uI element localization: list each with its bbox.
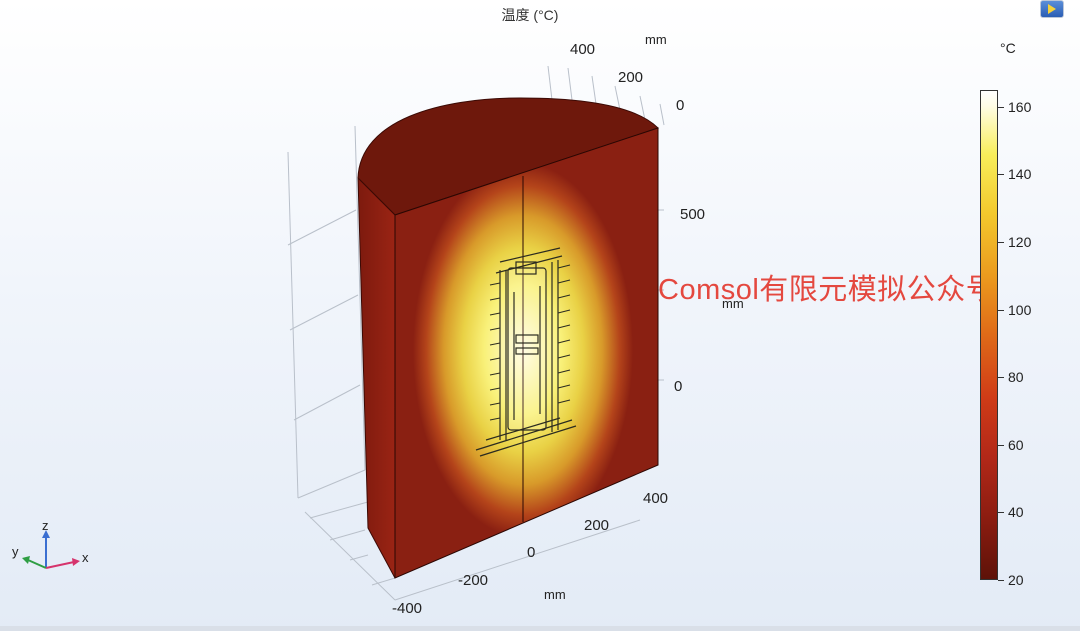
x-axis: -400 -200 0 200 400 mm [392,490,668,617]
grid-lines [287,65,665,601]
x-tick-label: 200 [584,517,609,534]
z-arrowhead [42,530,50,538]
y-axis-unit: mm [645,32,667,47]
colorbar-tick-label: 100 [1008,301,1032,318]
play-icon[interactable] [1040,0,1064,18]
heater-geometry [475,247,577,457]
colorbar-tick-label: 160 [1008,98,1032,115]
x-tick-label: -400 [392,600,422,617]
triad-x-label: x [82,550,89,565]
x-tick-label: 400 [643,490,668,507]
x-arrowhead [72,558,80,566]
y-tick-label: 0 [676,97,684,114]
colorbar-tick-mark [998,377,1004,379]
colorbar-tick-label: 140 [1008,166,1032,183]
watermark-text: Comsol有限元模拟公众号 [658,274,996,306]
z-axis-unit: mm [722,296,744,311]
z-tick-label: 0 [674,378,682,395]
x-tick-label: -200 [458,572,488,589]
cut-plane-face [394,127,659,579]
y-axis: 400 200 0 mm [570,32,684,114]
x-axis-arrow [45,561,75,569]
cylinder-side-face [357,176,396,579]
triad-z-label: z [42,520,49,533]
axis-orientation-triad: z x y [12,520,89,569]
colorbar-tick-label: 60 [1008,436,1024,453]
cylinder-top-face [357,97,659,216]
plot-title: 温度 (°C) [501,7,559,23]
colorbar-tick-mark [998,309,1004,311]
x-tick-label: 0 [527,544,535,561]
colorbar-tick-mark [998,512,1004,514]
triad-y-label: y [12,544,19,559]
colorbar-tick-label: 80 [1008,369,1024,386]
colorbar-tick-label: 40 [1008,504,1024,521]
y-tick-label: 400 [570,41,595,58]
colorbar-tick-mark [998,580,1004,581]
colorbar-tick-mark [998,106,1004,108]
color-legend-bar [980,90,998,580]
colorbar-tick-mark [998,242,1004,244]
z-tick-label: 500 [680,206,705,223]
colorbar-unit: °C [1000,40,1016,56]
z-axis: 500 0 mm [674,206,744,395]
colorbar-tick-label: 20 [1008,572,1024,588]
y-arrowhead [22,556,30,564]
x-axis-unit: mm [544,587,566,602]
viewport-bottom-edge [0,626,1080,631]
colorbar-tick-mark [998,174,1004,176]
colorbar-tick-mark [998,444,1004,446]
y-tick-label: 200 [618,69,643,86]
colorbar-tick-label: 120 [1008,234,1032,251]
y-axis-arrow [27,559,47,569]
